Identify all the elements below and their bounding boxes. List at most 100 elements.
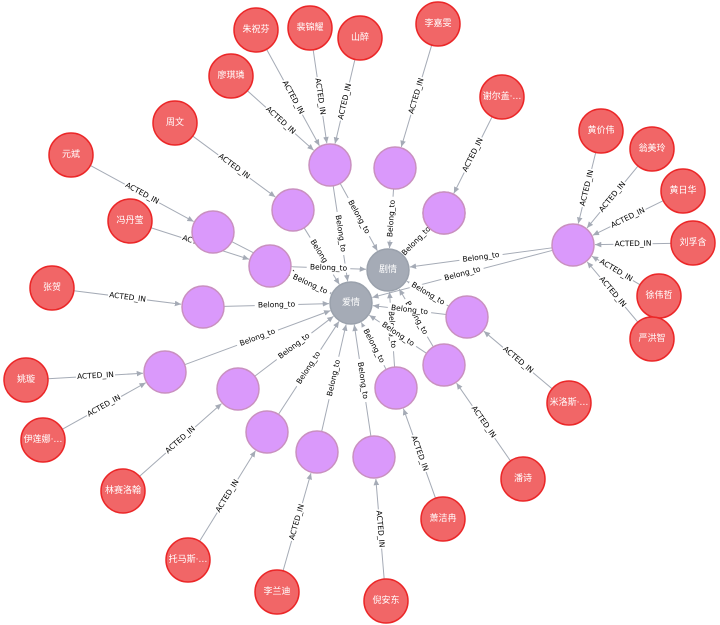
person-node-p22[interactable]: 黄日华	[660, 168, 706, 214]
edge-label-m1-g2: Belong_to	[344, 195, 374, 239]
edge-label-p19-m15: ACTED_IN	[500, 343, 537, 376]
person-circle[interactable]	[500, 456, 546, 502]
person-circle[interactable]	[629, 316, 675, 362]
movie-circle[interactable]	[181, 285, 225, 329]
edge-label-text: ACTED_IN	[410, 434, 431, 472]
movie-node-m9[interactable]	[216, 367, 260, 411]
movie-node-m15[interactable]	[445, 295, 489, 339]
movie-node-m8[interactable]	[143, 350, 187, 394]
person-node-p18[interactable]: 潘诗	[500, 456, 546, 502]
person-circle[interactable]	[629, 126, 675, 172]
person-node-p2[interactable]: 裴锦耀	[287, 5, 333, 51]
movie-circle[interactable]	[295, 430, 339, 474]
movie-circle[interactable]	[445, 295, 489, 339]
person-node-p19[interactable]: 米洛斯·…	[546, 380, 592, 426]
movie-circle[interactable]	[143, 350, 187, 394]
movie-circle[interactable]	[373, 146, 417, 190]
edge-label-p15-m11: ACTED_IN	[286, 501, 307, 542]
edge-label-p6-m3: ACTED_IN	[459, 135, 486, 175]
movie-node-m10[interactable]	[245, 410, 289, 454]
movie-circle[interactable]	[422, 191, 466, 235]
person-circle[interactable]	[254, 569, 300, 615]
person-node-p11[interactable]: 姚璇	[3, 357, 49, 403]
person-circle[interactable]	[546, 380, 592, 426]
person-node-p7[interactable]: 周文	[152, 100, 198, 146]
edge-label-m17-g1: Belong_to	[440, 263, 485, 284]
movie-circle[interactable]	[551, 223, 595, 267]
person-node-p8[interactable]: 元斌	[48, 132, 94, 178]
person-node-p20[interactable]: 黄价伟	[578, 108, 624, 154]
movie-node-m1[interactable]	[308, 143, 352, 187]
movie-node-m14[interactable]	[422, 343, 466, 387]
person-node-p1[interactable]: 朱祝芬	[233, 7, 279, 53]
person-circle[interactable]	[48, 132, 94, 178]
person-circle[interactable]	[233, 7, 279, 53]
genre-node-g2[interactable]: 剧情	[366, 248, 410, 292]
person-node-p9[interactable]: 冯丹莹	[107, 198, 153, 244]
edge-label-p16-m12: ACTED_IN	[374, 509, 387, 549]
person-node-p12[interactable]: 伊莲娜·…	[20, 417, 66, 463]
edge-label-m15-g1: Belong_to	[387, 302, 432, 317]
edge-label-text: ACTED_IN	[217, 152, 252, 181]
movie-node-m13[interactable]	[374, 366, 418, 410]
person-node-p17[interactable]: 萧洁冉	[420, 496, 466, 542]
person-node-p6[interactable]: 谢尔盖·…	[479, 74, 525, 120]
person-label: 翁美玲	[638, 142, 665, 154]
movie-node-m2[interactable]	[373, 146, 417, 190]
person-circle[interactable]	[152, 100, 198, 146]
movie-circle[interactable]	[374, 366, 418, 410]
person-node-p13[interactable]: 林赛洛翰	[100, 468, 146, 514]
person-node-p21[interactable]: 翁美玲	[629, 126, 675, 172]
person-circle[interactable]	[578, 108, 624, 154]
edge-label-text: Belong_to	[334, 214, 349, 253]
genre-circle[interactable]	[366, 248, 410, 292]
movie-circle[interactable]	[271, 188, 315, 232]
movie-node-m5[interactable]	[191, 210, 235, 254]
edge-label-text: Belong_to	[385, 199, 397, 237]
movie-node-m11[interactable]	[295, 430, 339, 474]
person-circle[interactable]	[660, 168, 706, 214]
movie-circle[interactable]	[216, 367, 260, 411]
movie-circle[interactable]	[352, 435, 396, 479]
movie-node-m7[interactable]	[181, 285, 225, 329]
person-circle[interactable]	[165, 537, 211, 583]
movie-node-m12[interactable]	[352, 435, 396, 479]
person-circle[interactable]	[3, 357, 49, 403]
movie-node-m4[interactable]	[271, 188, 315, 232]
person-circle[interactable]	[20, 417, 66, 463]
person-node-p3[interactable]: 山醉	[337, 15, 383, 61]
movie-circle[interactable]	[191, 210, 235, 254]
edge-label-text: Belong_to	[238, 326, 276, 348]
person-node-p5[interactable]: 廖琪璘	[208, 53, 254, 99]
person-circle[interactable]	[479, 74, 525, 120]
movie-node-m17[interactable]	[551, 223, 595, 267]
person-node-p14[interactable]: 托马斯·…	[165, 537, 211, 583]
person-node-p10[interactable]: 张贺	[29, 265, 75, 311]
person-circle[interactable]	[100, 468, 146, 514]
person-node-p15[interactable]: 李兰迪	[254, 569, 300, 615]
person-circle[interactable]	[420, 496, 466, 542]
person-node-p25[interactable]: 严洪智	[629, 316, 675, 362]
person-circle[interactable]	[208, 53, 254, 99]
person-circle[interactable]	[363, 578, 409, 624]
person-node-p24[interactable]: 徐伟哲	[636, 273, 682, 319]
person-circle[interactable]	[29, 265, 75, 311]
genre-circle[interactable]	[329, 281, 373, 325]
person-node-p16[interactable]: 倪安东	[363, 578, 409, 624]
genre-node-g1[interactable]: 爱情	[329, 281, 373, 325]
person-circle[interactable]	[415, 1, 461, 47]
movie-circle[interactable]	[248, 244, 292, 288]
movie-circle[interactable]	[308, 143, 352, 187]
movie-circle[interactable]	[245, 410, 289, 454]
movie-circle[interactable]	[422, 343, 466, 387]
person-circle[interactable]	[337, 15, 383, 61]
person-node-p23[interactable]: 刘孚含	[670, 220, 716, 266]
person-node-p4[interactable]: 李嘉雯	[415, 1, 461, 47]
movie-node-m16[interactable]	[422, 191, 466, 235]
person-circle[interactable]	[287, 5, 333, 51]
movie-node-m6[interactable]	[248, 244, 292, 288]
person-circle[interactable]	[670, 220, 716, 266]
person-circle[interactable]	[107, 198, 153, 244]
